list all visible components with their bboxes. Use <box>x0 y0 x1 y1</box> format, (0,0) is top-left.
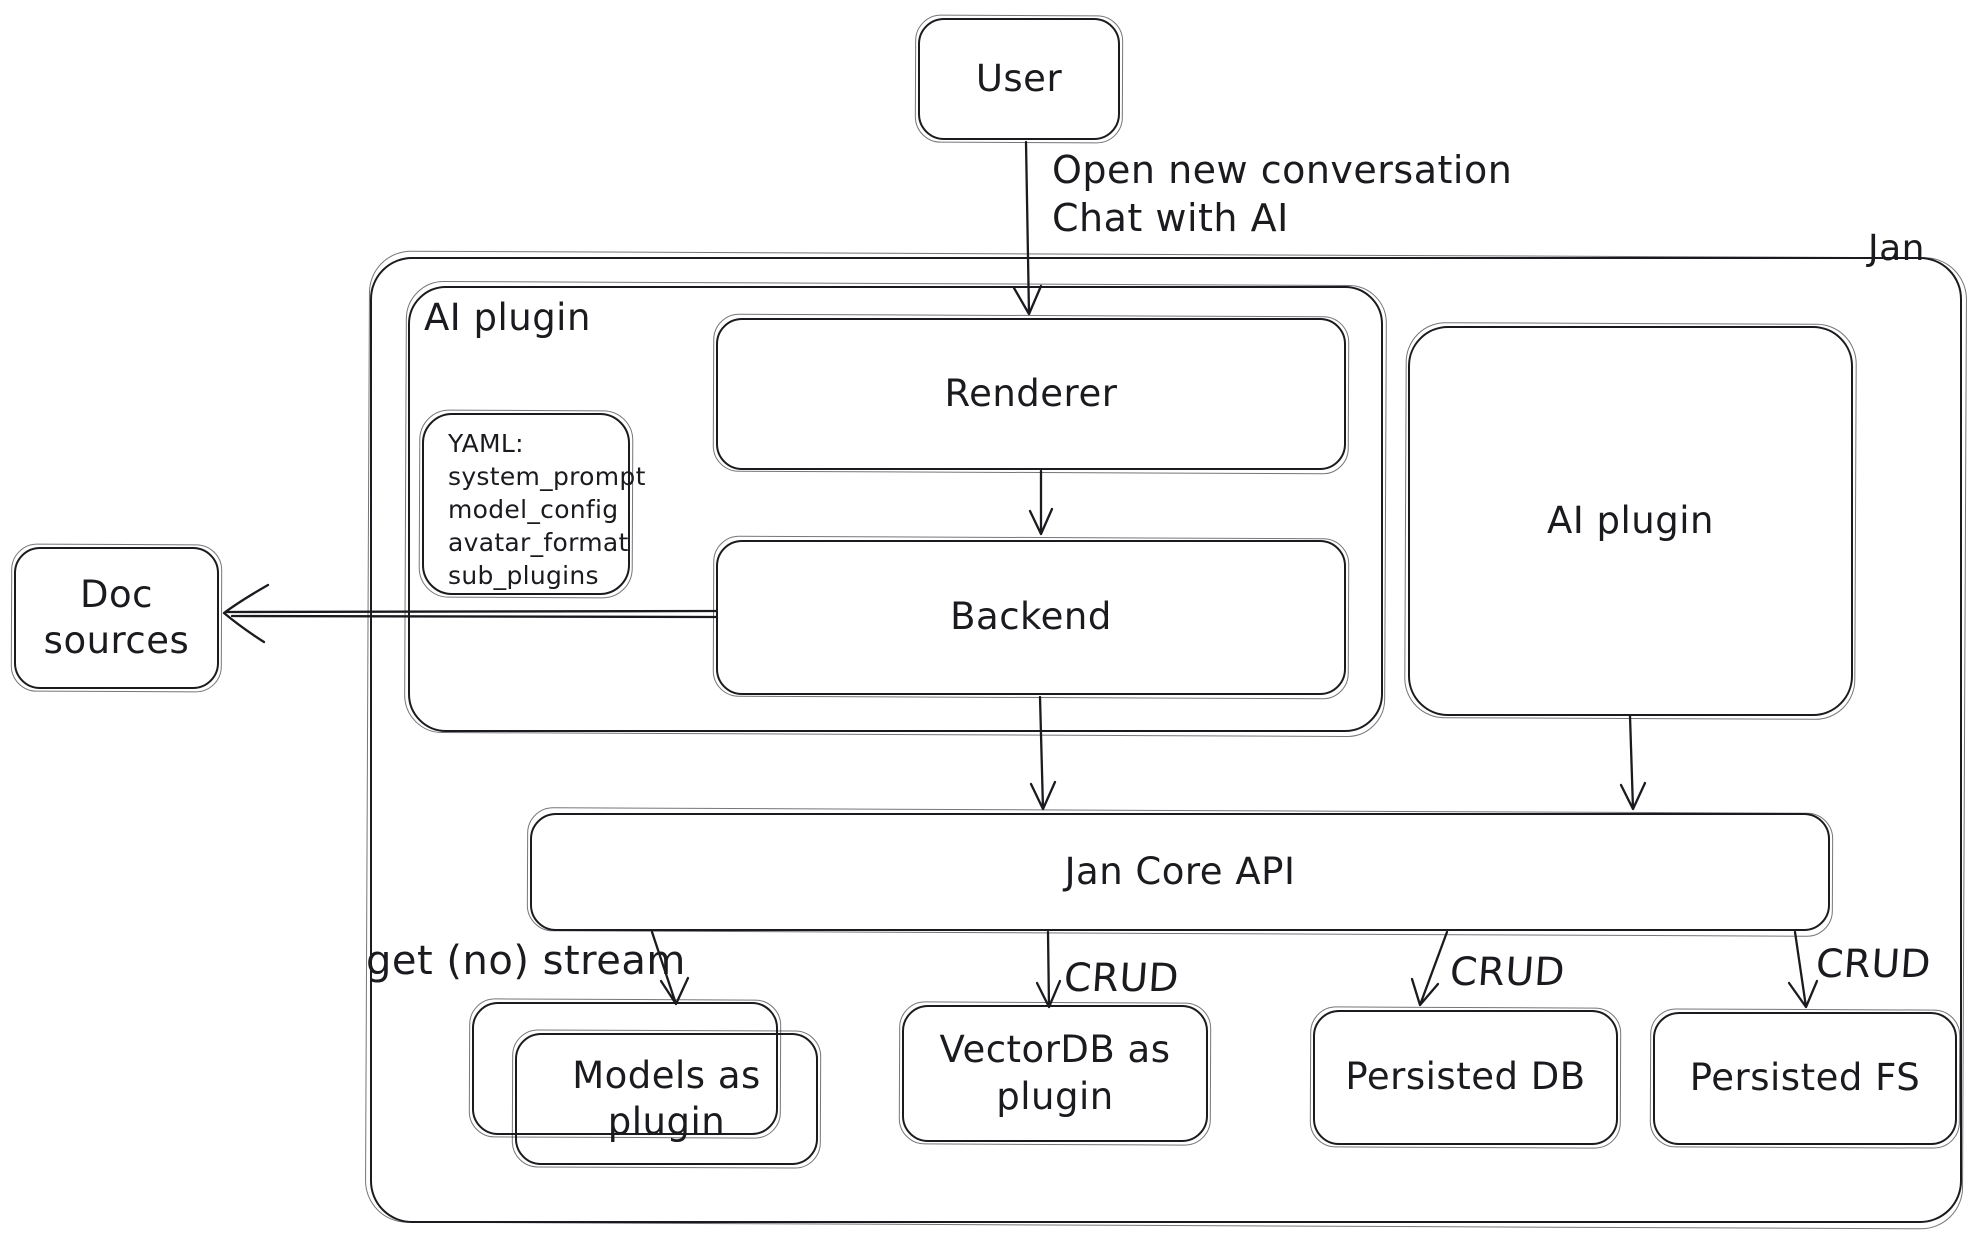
frame-jan-label: Jan <box>1868 228 1925 269</box>
node-vectordb-plugin: VectorDB as plugin <box>902 1005 1208 1142</box>
label-user-flow-line1: Open new conversation <box>1052 148 1513 192</box>
node-ai-plugin-right: AI plugin <box>1408 326 1853 716</box>
node-user: User <box>918 18 1120 140</box>
node-persisted-db-label: Persisted DB <box>1345 1055 1586 1099</box>
label-get-no-stream: get (no) stream <box>366 938 686 984</box>
yaml-line-system-prompt: system_prompt <box>448 462 646 491</box>
node-persisted-db: Persisted DB <box>1313 1010 1618 1145</box>
node-doc-sources-label: Doc sources <box>43 572 190 662</box>
node-jan-core-api-label: Jan Core API <box>1064 849 1296 893</box>
node-jan-core-api: Jan Core API <box>530 813 1830 931</box>
note-yaml: YAML: system_prompt model_config avatar_… <box>422 413 645 595</box>
node-user-label: User <box>975 56 1063 100</box>
container-ai-plugin-label: AI plugin <box>424 296 591 339</box>
label-crud-persisted-db: CRUD <box>1448 950 1567 995</box>
yaml-line-title: YAML: <box>448 429 524 458</box>
node-persisted-fs-label: Persisted FS <box>1689 1056 1921 1100</box>
node-persisted-fs: Persisted FS <box>1653 1012 1957 1145</box>
node-doc-sources: Doc sources <box>14 547 219 689</box>
node-backend-label: Backend <box>950 595 1112 639</box>
note-yaml-text: YAML: system_prompt model_config avatar_… <box>448 427 646 592</box>
label-user-flow: Open new conversation Chat with AI <box>1052 146 1512 242</box>
node-renderer: Renderer <box>716 318 1346 470</box>
label-user-flow-line2: Chat with AI <box>1052 196 1289 240</box>
node-backend: Backend <box>716 540 1346 695</box>
yaml-line-avatar-format: avatar_format <box>448 528 629 557</box>
yaml-line-model-config: model_config <box>448 495 619 524</box>
node-renderer-label: Renderer <box>944 371 1118 415</box>
node-models-plugin: Models as plugin <box>515 1033 818 1165</box>
node-ai-plugin-right-label: AI plugin <box>1547 498 1714 542</box>
node-vectordb-plugin-label: VectorDB as plugin <box>939 1028 1171 1118</box>
yaml-line-sub-plugins: sub_plugins <box>448 561 599 590</box>
label-crud-vectordb: CRUD <box>1062 956 1181 1001</box>
node-models-plugin-label: Models as plugin <box>572 1053 761 1143</box>
label-crud-persisted-fs: CRUD <box>1814 942 1933 987</box>
